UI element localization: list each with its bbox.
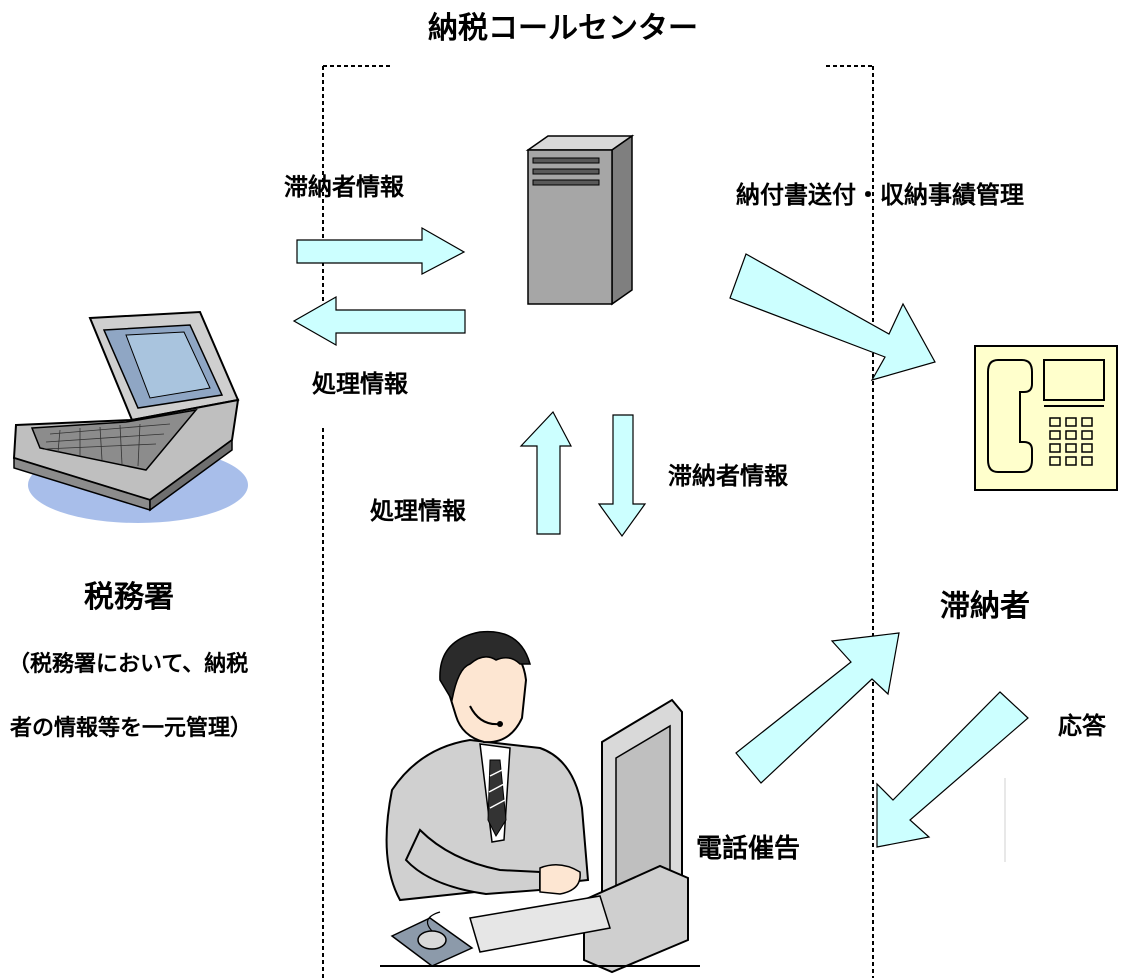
label-response: 応答	[1058, 712, 1106, 740]
arrow-payment-management	[729, 253, 936, 381]
arrow-response	[876, 691, 1029, 848]
label-delinquent-info-lower: 滞納者情報	[668, 462, 788, 490]
label-tax-office-note-1: （税務署において、納税	[8, 652, 249, 677]
telephone-icon	[974, 345, 1118, 491]
label-payment-management: 納付書送付・収納事績管理	[736, 181, 1024, 209]
arrow-down-delinquent-info	[597, 414, 647, 538]
label-tax-office: 税務署	[84, 580, 174, 615]
label-tax-office-note-2: 者の情報等を一元管理）	[10, 716, 253, 741]
label-phone-reminder: 電話催告	[696, 834, 801, 864]
label-processing-info-lower: 処理情報	[370, 497, 466, 525]
laptop-icon	[12, 310, 248, 523]
arrow-left-processing-info	[292, 295, 466, 347]
server-icon	[525, 134, 635, 306]
label-delinquent-info-top: 滞納者情報	[284, 173, 404, 201]
call-center-boundary	[322, 65, 874, 978]
arrow-phone-reminder	[735, 632, 900, 784]
operator-illustration	[380, 630, 700, 974]
call-center-title: 納税コールセンター	[428, 11, 698, 46]
label-delinquent-person: 滞納者	[940, 589, 1030, 624]
label-processing-info-left: 処理情報	[312, 370, 408, 398]
arrow-right-delinquent-info	[296, 226, 466, 275]
arrow-up-processing-info	[519, 410, 572, 535]
